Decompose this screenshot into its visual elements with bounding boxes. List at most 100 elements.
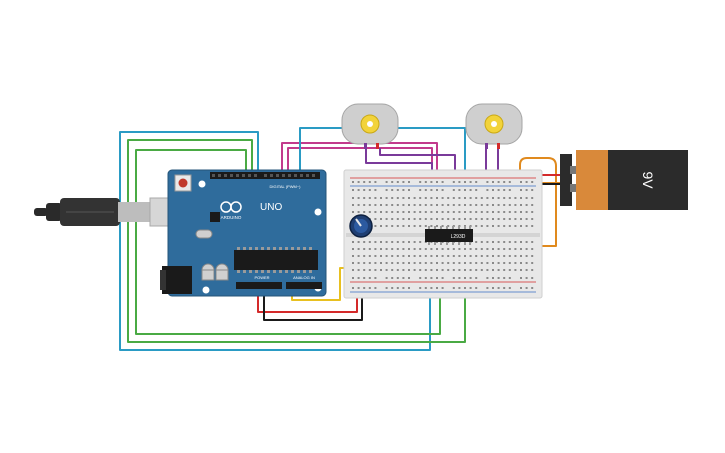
breadboard-hole bbox=[419, 248, 422, 250]
breadboard-hole bbox=[480, 211, 483, 213]
breadboard-hole bbox=[385, 255, 388, 257]
breadboard-hole bbox=[503, 189, 506, 191]
breadboard-hole bbox=[419, 225, 422, 227]
dc-motor-left[interactable] bbox=[341, 103, 399, 149]
breadboard-hole bbox=[531, 197, 534, 199]
breadboard-hole bbox=[464, 204, 466, 206]
power-jack[interactable] bbox=[162, 266, 192, 294]
breadboard-hole bbox=[396, 225, 399, 227]
breadboard-hole bbox=[497, 181, 500, 183]
breadboard-hole bbox=[447, 269, 450, 271]
analog-header-label: ANALOG IN bbox=[293, 275, 315, 280]
breadboard-hole bbox=[385, 211, 388, 213]
breadboard-hole bbox=[514, 218, 517, 220]
breadboard-hole bbox=[531, 218, 534, 220]
breadboard-hole bbox=[391, 204, 394, 206]
breadboard-hole bbox=[436, 225, 438, 227]
breadboard-hole bbox=[469, 189, 472, 191]
breadboard-hole bbox=[424, 197, 427, 199]
breadboard-hole bbox=[380, 218, 382, 220]
breadboard-hole bbox=[452, 218, 455, 220]
breadboard-hole bbox=[525, 181, 528, 183]
breadboard-hole bbox=[525, 241, 528, 243]
breadboard-hole bbox=[436, 248, 438, 250]
breadboard-hole bbox=[486, 225, 489, 227]
breadboard-hole bbox=[480, 255, 483, 257]
breadboard-hole bbox=[469, 277, 472, 279]
breadboard-hole bbox=[447, 211, 450, 213]
breadboard-hole bbox=[391, 269, 394, 271]
breadboard-hole bbox=[508, 225, 511, 227]
battery-9v[interactable]: 9V bbox=[560, 150, 688, 210]
breadboard-hole bbox=[497, 262, 500, 264]
dc-motor-right[interactable] bbox=[465, 103, 523, 149]
breadboard-hole bbox=[497, 211, 500, 213]
breadboard-hole bbox=[430, 255, 433, 257]
arduino-uno-board[interactable]: DIGITAL (PWM~) ARDUINO UNO bbox=[160, 169, 327, 297]
breadboard-hole bbox=[464, 269, 466, 271]
breadboard-hole bbox=[408, 269, 410, 271]
breadboard-hole bbox=[408, 181, 410, 183]
breadboard-hole bbox=[469, 211, 472, 213]
breadboard-hole bbox=[368, 248, 371, 250]
breadboard-hole bbox=[391, 189, 394, 191]
breadboard-hole bbox=[385, 269, 388, 271]
breadboard-hole bbox=[363, 269, 366, 271]
breadboard-hole bbox=[458, 255, 461, 257]
breadboard-hole bbox=[436, 262, 438, 264]
breadboard-hole bbox=[464, 218, 466, 220]
breadboard-hole bbox=[492, 262, 494, 264]
breadboard-hole bbox=[497, 241, 500, 243]
breadboard-hole bbox=[475, 241, 478, 243]
breadboard-hole bbox=[486, 255, 489, 257]
breadboard-hole bbox=[525, 262, 528, 264]
breadboard-hole bbox=[368, 277, 371, 279]
breadboard-hole bbox=[408, 262, 410, 264]
breadboard-hole bbox=[402, 262, 405, 264]
breadboard-hole bbox=[508, 269, 511, 271]
breadboard-hole bbox=[408, 255, 410, 257]
breadboard-hole bbox=[520, 262, 522, 264]
breadboard-hole bbox=[413, 262, 416, 264]
breadboard-hole bbox=[430, 269, 433, 271]
breadboard-hole bbox=[391, 218, 394, 220]
breadboard-hole bbox=[380, 241, 382, 243]
breadboard-hole bbox=[374, 241, 377, 243]
breadboard-hole bbox=[419, 218, 422, 220]
breadboard-hole bbox=[357, 269, 360, 271]
breadboard-hole bbox=[396, 211, 399, 213]
potentiometer[interactable] bbox=[349, 214, 373, 238]
breadboard-hole bbox=[492, 218, 494, 220]
breadboard-hole bbox=[424, 277, 427, 279]
breadboard-hole bbox=[503, 269, 506, 271]
breadboard-hole bbox=[520, 248, 522, 250]
breadboard-hole bbox=[503, 197, 506, 199]
breadboard-hole bbox=[469, 204, 472, 206]
breadboard-hole bbox=[464, 277, 466, 279]
wire-green-loop-outer bbox=[127, 139, 466, 343]
breadboard-hole bbox=[475, 181, 478, 183]
breadboard-hole bbox=[424, 255, 427, 257]
breadboard-hole bbox=[492, 197, 494, 199]
breadboard-hole bbox=[408, 218, 410, 220]
breadboard-hole bbox=[486, 277, 489, 279]
breadboard-hole bbox=[430, 225, 433, 227]
breadboard-hole bbox=[380, 225, 382, 227]
breadboard-hole bbox=[408, 197, 410, 199]
breadboard-hole bbox=[441, 287, 444, 289]
breadboard-hole bbox=[391, 181, 394, 183]
breadboard-hole bbox=[480, 204, 483, 206]
breadboard-hole bbox=[419, 211, 422, 213]
breadboard-hole bbox=[419, 269, 422, 271]
breadboard-hole bbox=[385, 204, 388, 206]
breadboard-hole bbox=[408, 241, 410, 243]
breadboard-hole bbox=[419, 277, 422, 279]
breadboard-hole bbox=[396, 277, 399, 279]
breadboard-hole bbox=[441, 204, 444, 206]
wire-black-gnd bbox=[263, 282, 363, 321]
breadboard-hole bbox=[520, 197, 522, 199]
breadboard-hole bbox=[514, 211, 517, 213]
power-header-label: POWER bbox=[254, 275, 269, 280]
breadboard-hole bbox=[492, 255, 494, 257]
breadboard-hole bbox=[452, 255, 455, 257]
